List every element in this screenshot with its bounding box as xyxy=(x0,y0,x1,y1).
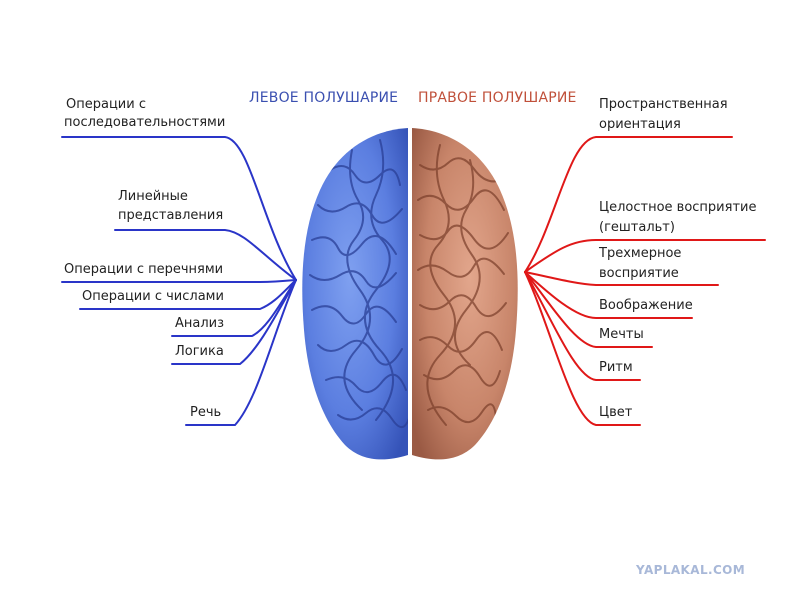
left-item-lists: Операции с перечнями xyxy=(64,262,224,277)
watermark-text: YAPLAKAL.COM xyxy=(636,563,746,577)
left-item-sequences-line2: последовательностями xyxy=(64,115,226,130)
left-item-logic: Логика xyxy=(175,344,224,359)
right-item-dreams: Мечты xyxy=(599,327,644,342)
left-hemisphere-title: ЛЕВОЕ ПОЛУШАРИЕ xyxy=(249,90,399,106)
left-connectors xyxy=(61,136,297,426)
right-hemisphere-title: ПРАВОЕ ПОЛУШАРИЕ xyxy=(418,90,577,106)
left-item-linear-line2: представления xyxy=(118,208,224,223)
right-item-color: Цвет xyxy=(599,405,633,420)
right-item-3d-line1: Трехмерное xyxy=(599,246,682,261)
right-item-spatial-line2: ориентация xyxy=(599,117,681,132)
left-hemisphere-shape xyxy=(302,128,408,460)
right-item-rhythm: Ритм xyxy=(599,360,633,375)
left-item-numbers: Операции с числами xyxy=(82,289,224,304)
left-item-speech: Речь xyxy=(190,405,222,420)
right-item-spatial-line1: Пространственная xyxy=(599,97,728,112)
right-item-imagination: Воображение xyxy=(599,298,693,313)
right-hemisphere-shape xyxy=(412,128,518,460)
right-item-gestalt-line1: Целостное восприятие xyxy=(599,200,757,215)
left-item-analysis: Анализ xyxy=(175,316,225,331)
right-connectors xyxy=(524,136,766,426)
left-item-linear-line1: Линейные xyxy=(118,189,188,204)
right-item-3d-line2: восприятие xyxy=(599,266,679,281)
right-item-gestalt-line2: (гештальт) xyxy=(599,220,675,235)
left-item-sequences-line1: Операции с xyxy=(66,97,146,112)
